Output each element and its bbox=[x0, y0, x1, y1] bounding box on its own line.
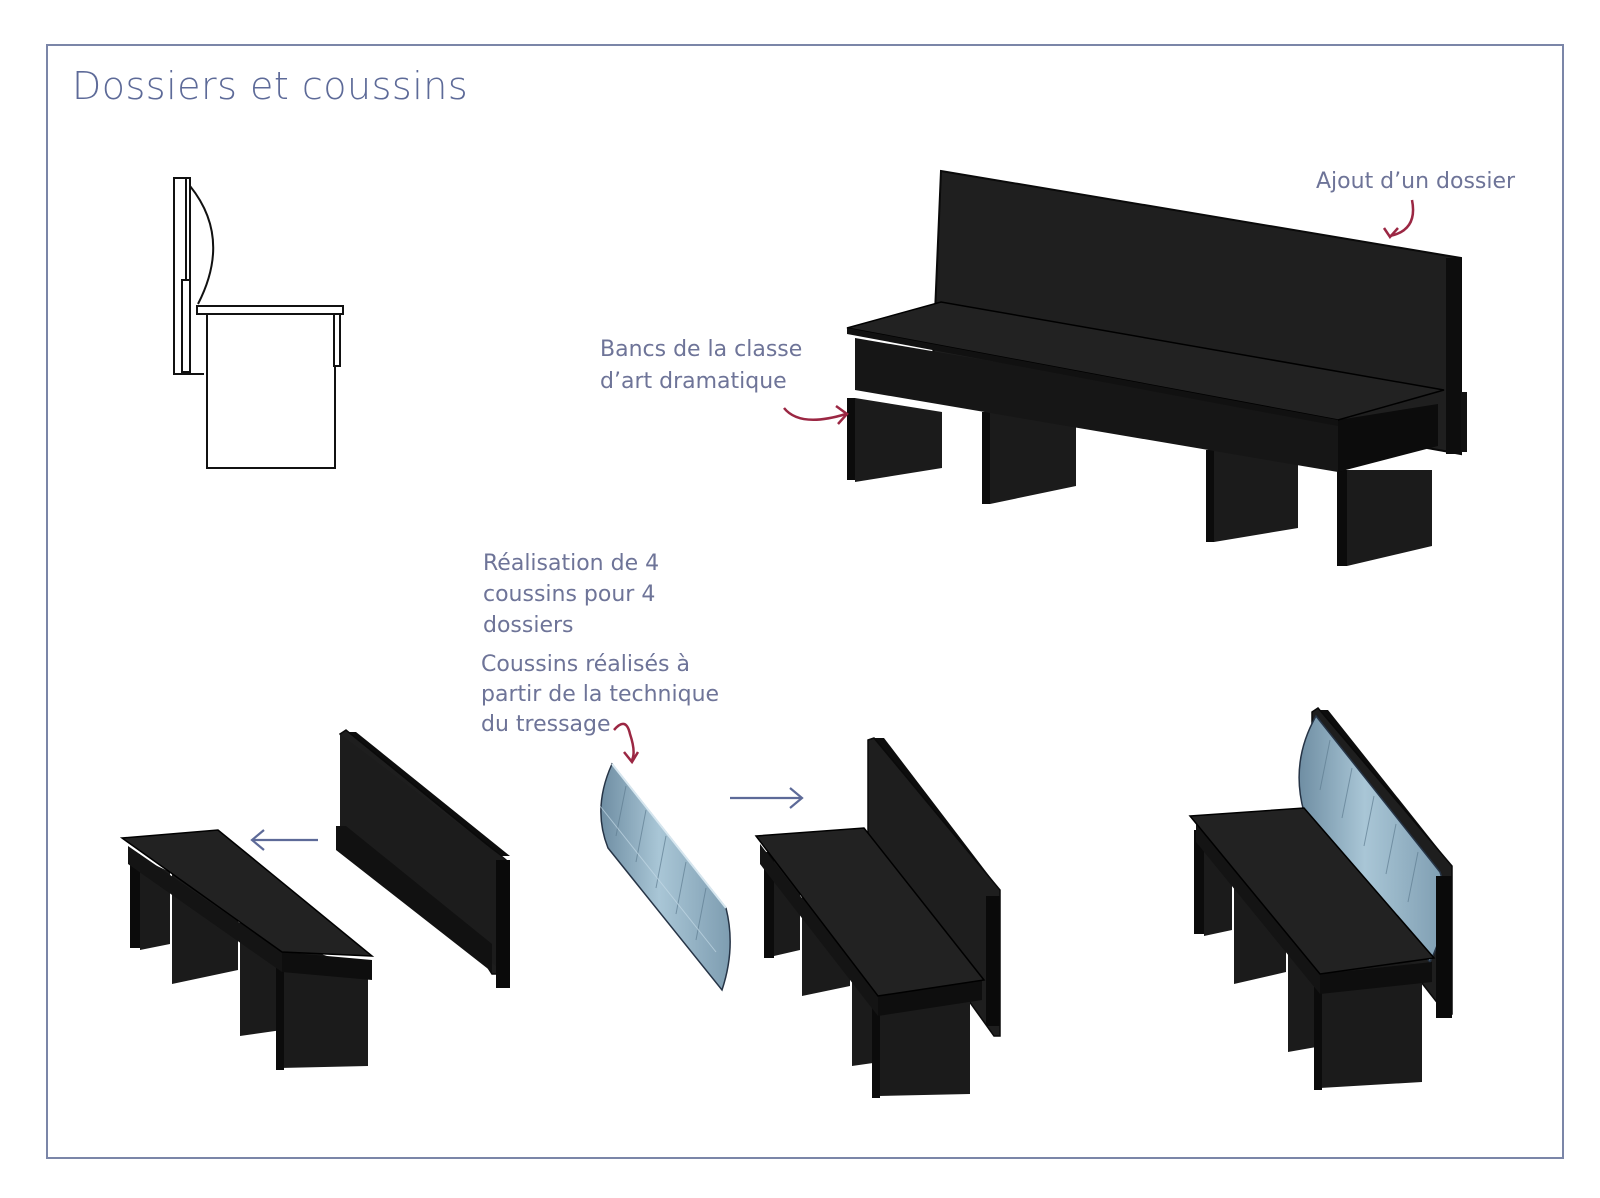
bench-large-with-backrest bbox=[846, 169, 1467, 566]
drawing-frame bbox=[46, 44, 1564, 1159]
curved-arrow-icon bbox=[613, 722, 635, 761]
bench-assembled bbox=[754, 737, 1001, 1098]
annotation-cushions-technique: Coussins réalisés à partir de la techniq… bbox=[481, 652, 720, 737]
curved-arrow-icon bbox=[623, 751, 640, 765]
annotation-cushions-count: Réalisation de 4 coussins pour 4 dossier… bbox=[483, 551, 660, 638]
curved-arrow-icon bbox=[1389, 199, 1415, 238]
curved-arrow-icon bbox=[1382, 227, 1399, 240]
curved-arrow-icon bbox=[835, 404, 849, 425]
annotation-bench: Bancs de la classe d’art dramatique bbox=[600, 337, 803, 394]
page-title: Dossiers et coussins bbox=[72, 64, 469, 108]
annotation-backrest: Ajout d’un dossier bbox=[1316, 169, 1516, 194]
bench-section-drawing bbox=[173, 177, 344, 469]
backrest-detached bbox=[336, 729, 510, 988]
bench-with-cushion bbox=[1188, 707, 1453, 1090]
left-arrow-icon bbox=[250, 829, 318, 851]
bench-seat-only bbox=[119, 829, 375, 1070]
curved-arrow-icon bbox=[783, 407, 847, 421]
right-arrow-icon bbox=[730, 787, 804, 809]
cushion-woven bbox=[599, 762, 731, 992]
